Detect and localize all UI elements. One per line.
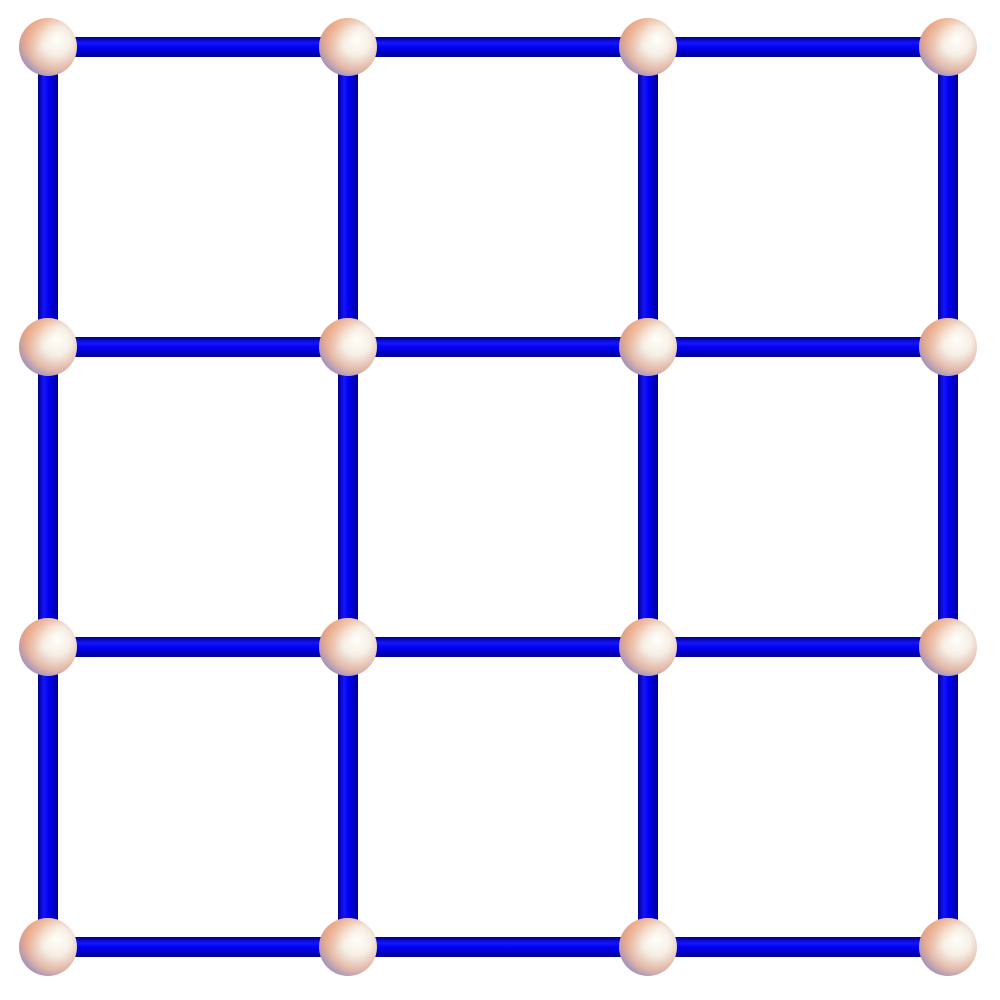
edge-v-r1-c1 (338, 347, 358, 647)
edges-layer (38, 37, 958, 957)
edge-h-r2-c2 (648, 637, 948, 657)
edge-v-r1-c2 (638, 347, 658, 647)
edge-h-r0-c0 (48, 37, 348, 57)
node-r3-c3 (919, 918, 977, 976)
edge-h-r3-c2 (648, 937, 948, 957)
node-r0-c1 (319, 18, 377, 76)
edge-h-r3-c1 (348, 937, 648, 957)
node-r1-c2 (619, 318, 677, 376)
edge-h-r1-c2 (648, 337, 948, 357)
edge-v-r0-c0 (38, 47, 58, 347)
node-r2-c1 (319, 618, 377, 676)
node-r2-c0 (19, 618, 77, 676)
edge-v-r0-c2 (638, 47, 658, 347)
node-r0-c3 (919, 18, 977, 76)
node-r2-c3 (919, 618, 977, 676)
edge-v-r2-c0 (38, 647, 58, 947)
node-r3-c1 (319, 918, 377, 976)
edge-h-r0-c2 (648, 37, 948, 57)
node-r1-c3 (919, 318, 977, 376)
edge-v-r2-c3 (938, 647, 958, 947)
edge-h-r2-c1 (348, 637, 648, 657)
node-r1-c0 (19, 318, 77, 376)
node-r2-c2 (619, 618, 677, 676)
edge-h-r1-c0 (48, 337, 348, 357)
edge-v-r1-c3 (938, 347, 958, 647)
edge-v-r0-c3 (938, 47, 958, 347)
nodes-layer (19, 18, 977, 976)
node-r0-c0 (19, 18, 77, 76)
node-r1-c1 (319, 318, 377, 376)
edge-v-r2-c1 (338, 647, 358, 947)
edge-v-r2-c2 (638, 647, 658, 947)
node-r3-c2 (619, 918, 677, 976)
edge-h-r3-c0 (48, 937, 348, 957)
node-r0-c2 (619, 18, 677, 76)
edge-h-r1-c1 (348, 337, 648, 357)
edge-v-r0-c1 (338, 47, 358, 347)
edge-v-r1-c0 (38, 347, 58, 647)
edge-h-r0-c1 (348, 37, 648, 57)
edge-h-r2-c0 (48, 637, 348, 657)
node-r3-c0 (19, 918, 77, 976)
